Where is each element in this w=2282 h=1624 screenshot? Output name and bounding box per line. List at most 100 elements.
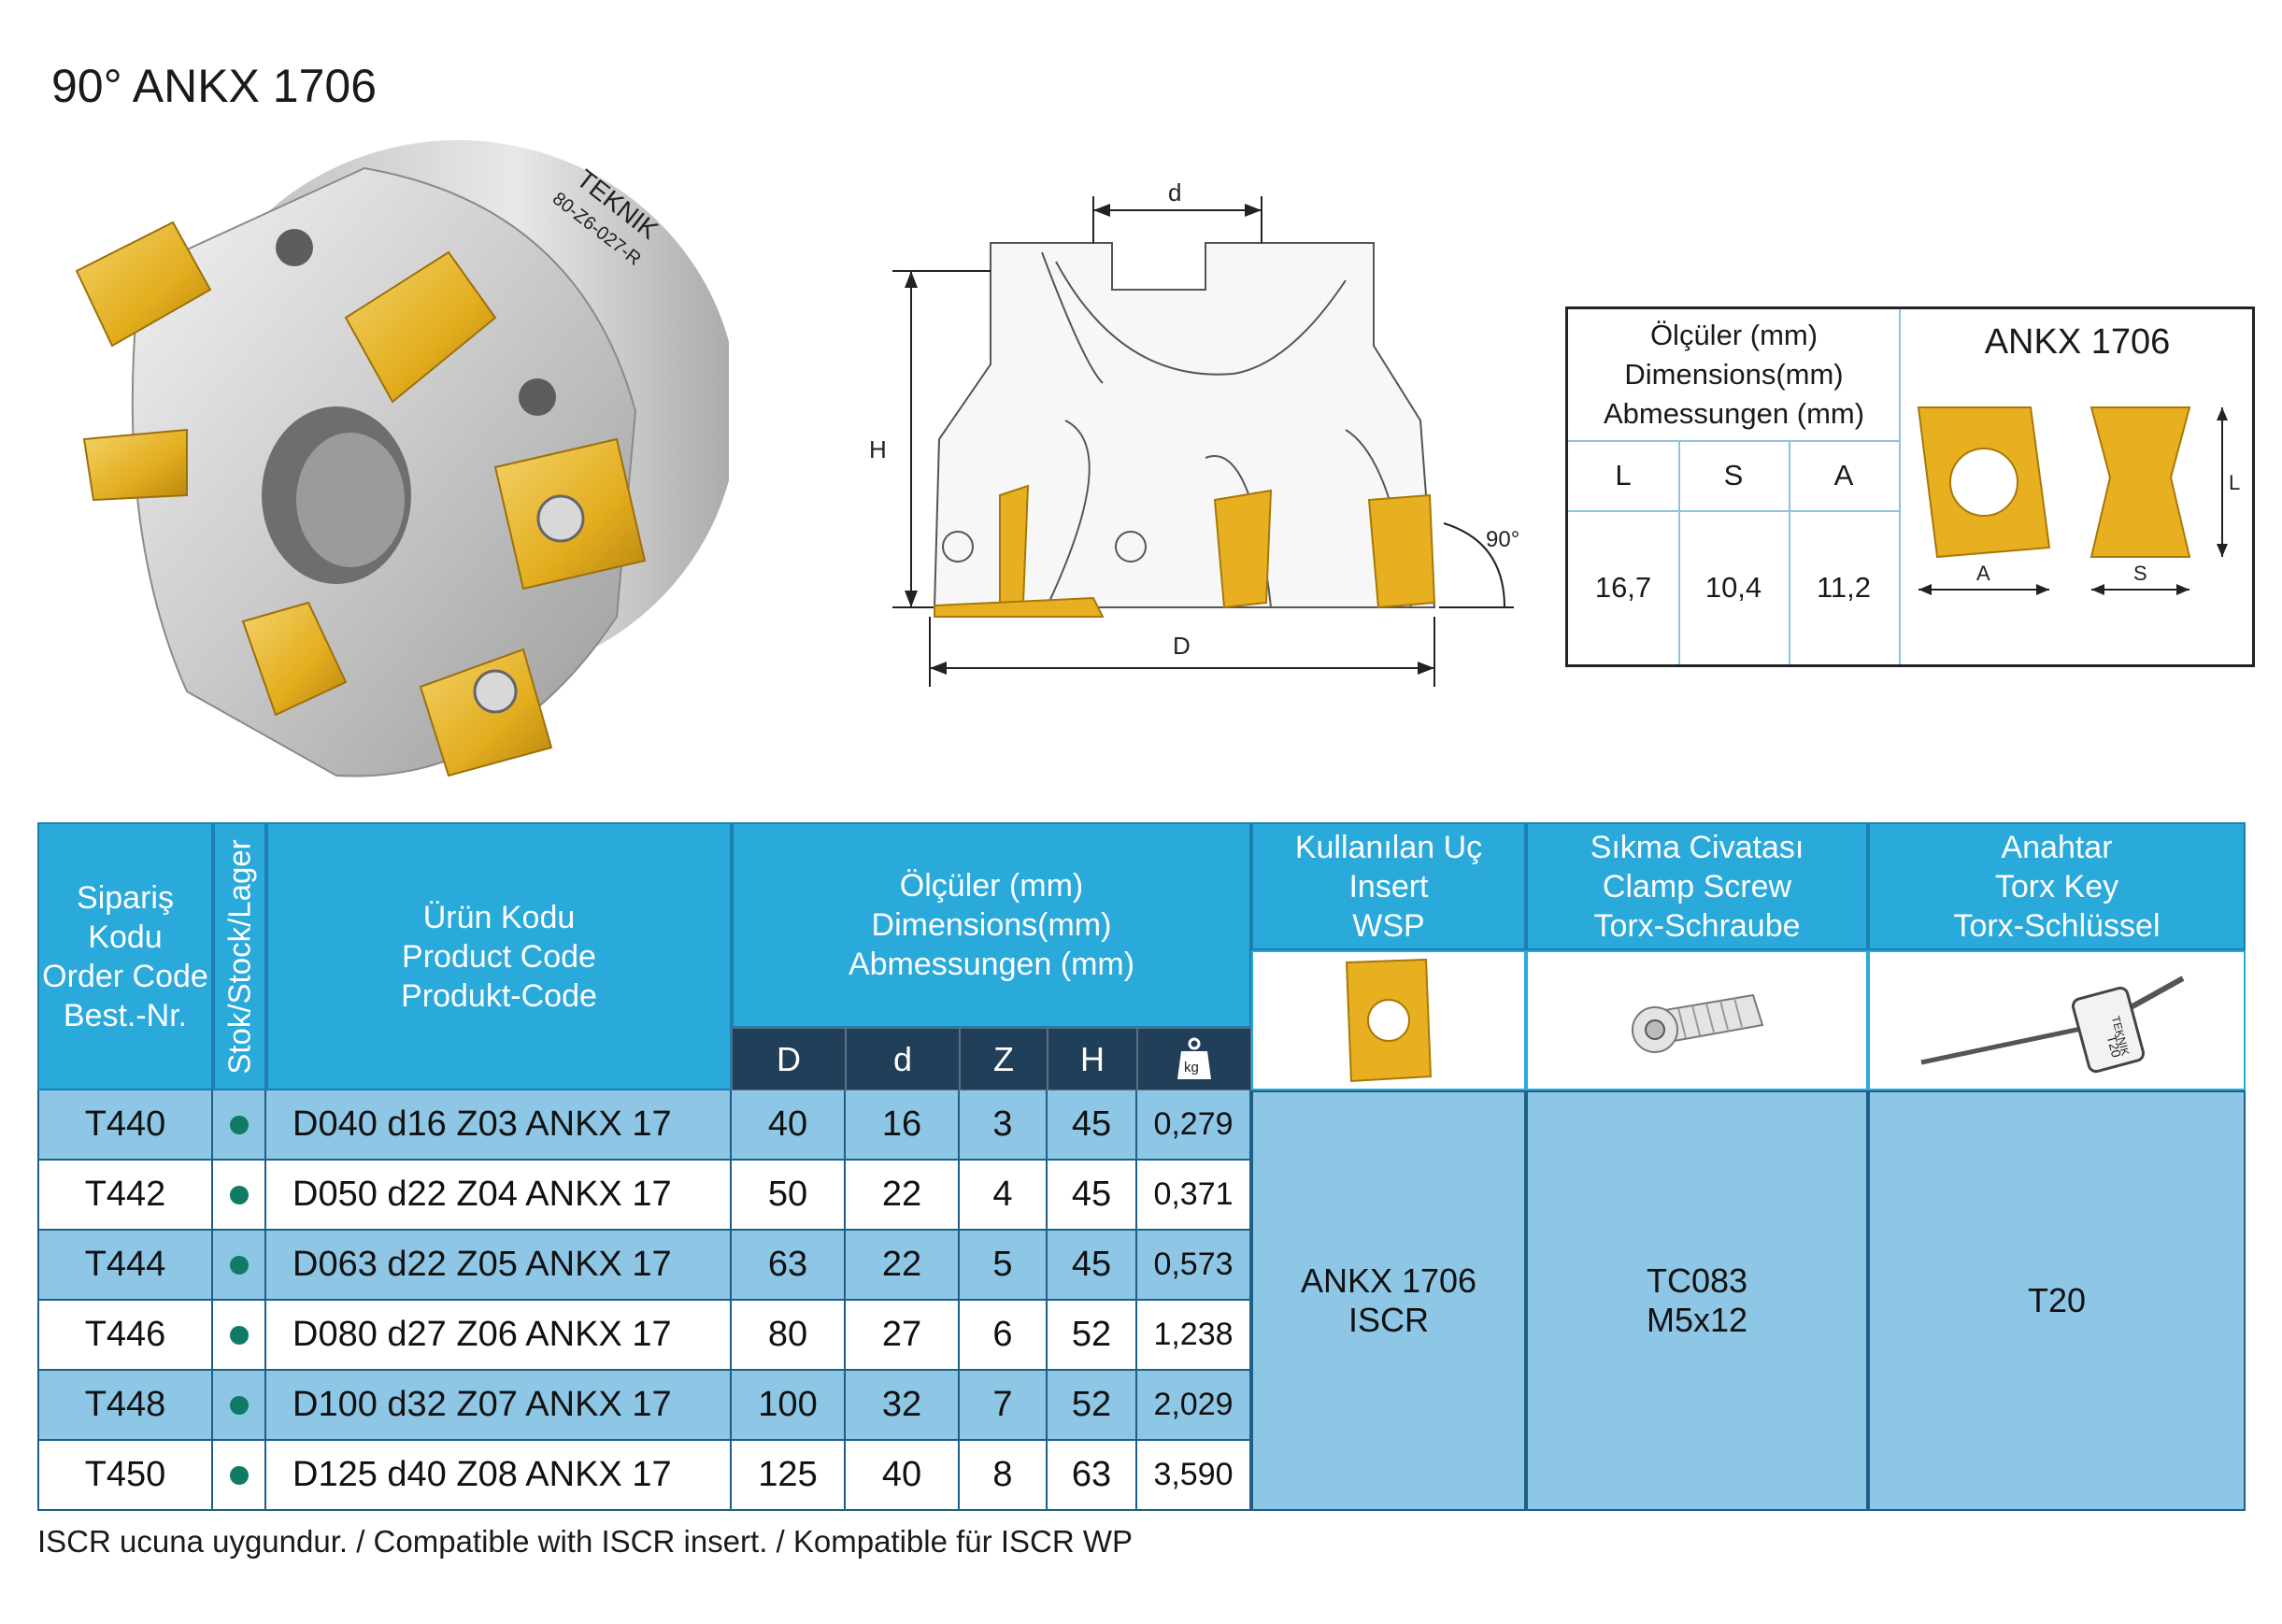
- header-torx-key: Anahtar Torx Key Torx-Schlüssel: [1868, 822, 2246, 950]
- footnote: ISCR ucuna uygundur. / Compatible with I…: [37, 1524, 1133, 1559]
- divider: [1678, 440, 1680, 664]
- stock-cell: [213, 1371, 266, 1441]
- dim-d-cell: 22: [846, 1231, 960, 1301]
- value-A: 11,2: [1816, 570, 1872, 604]
- header-line: Abmessungen (mm): [848, 947, 1135, 982]
- weight-cell: 0,371: [1137, 1161, 1251, 1231]
- divider: [1789, 440, 1790, 664]
- subheader-weight: kg: [1137, 1028, 1251, 1090]
- dim-D-cell: 50: [732, 1161, 846, 1231]
- col-label-A: A: [1833, 458, 1854, 491]
- header-line: Dimensions(mm): [1624, 358, 1844, 391]
- dim-d-cell: 27: [846, 1301, 960, 1371]
- arrowhead: [2217, 407, 2228, 420]
- stock-cell: [213, 1090, 266, 1161]
- arrowhead: [2217, 544, 2228, 557]
- teeth-Z-cell: 7: [960, 1371, 1048, 1441]
- product-table: Sipariş Kodu Order Code Best.-Nr. Stok/S…: [37, 822, 2246, 1511]
- header-line: Clamp Screw: [1602, 868, 1792, 905]
- order-code-cell: T446: [37, 1301, 213, 1371]
- dim-H-cell: 45: [1048, 1090, 1137, 1161]
- insert: [344, 250, 497, 404]
- arrowhead: [930, 662, 947, 675]
- screw-image-cell: [1526, 950, 1868, 1090]
- order-code-cell: T444: [37, 1231, 213, 1301]
- clamp-screw-icon: [1632, 993, 1764, 1053]
- coolant-hole: [519, 378, 556, 416]
- clamp-screw-icon: [536, 494, 585, 543]
- order-code-cell: T450: [37, 1441, 213, 1511]
- drawing-hole: [942, 531, 974, 563]
- header-line: Dimensions(mm): [871, 907, 1112, 943]
- divider: [1568, 440, 1900, 442]
- drawing-insert: [1367, 493, 1436, 609]
- teeth-Z-cell: 3: [960, 1090, 1048, 1161]
- angle-arc: [1443, 522, 1505, 608]
- insert-value-line: ISCR: [1348, 1301, 1429, 1339]
- header-line: Torx-Schraube: [1593, 907, 1801, 944]
- drawing-insert: [934, 596, 1105, 618]
- dim-D-cell: 40: [732, 1090, 846, 1161]
- drawing-angle-label: 90°: [1486, 527, 1519, 552]
- header-line: Kullanılan Uç: [1294, 829, 1483, 865]
- order-code-cell: T440: [37, 1090, 213, 1161]
- drawing-flute: [1046, 420, 1091, 608]
- arrowhead: [1093, 204, 1110, 217]
- insert: [241, 601, 348, 717]
- weight-icon: kg: [1177, 1037, 1211, 1079]
- teeth-Z-cell: 6: [960, 1301, 1048, 1371]
- subheader-H: H: [1048, 1028, 1137, 1090]
- dim-D-cell: 100: [732, 1371, 846, 1441]
- weight-cell: 0,573: [1137, 1231, 1251, 1301]
- insert-sketch: A S L: [1917, 406, 2240, 595]
- drawing-label-H: H: [869, 435, 887, 463]
- sketch-label-L: L: [2229, 471, 2240, 494]
- product-code-cell: D125 d40 Z08 ANKX 17: [266, 1441, 732, 1511]
- col-label-S: S: [1723, 458, 1744, 491]
- value-L: 16,7: [1594, 570, 1652, 604]
- header-line: Kodu: [88, 919, 163, 955]
- arrowhead: [2091, 584, 2104, 595]
- divider: [1899, 309, 1901, 664]
- screw-value: TC083 M5x12: [1526, 1090, 1868, 1511]
- insert-dimension-box: Ölçüler (mm) Dimensions(mm) Abmessungen …: [1565, 306, 2255, 667]
- arrowhead: [905, 591, 918, 607]
- order-code-cell: T448: [37, 1371, 213, 1441]
- drawing-insert: [999, 484, 1030, 607]
- dim-d-cell: 40: [846, 1441, 960, 1511]
- header-order-code: Sipariş Kodu Order Code Best.-Nr.: [37, 822, 213, 1090]
- technical-drawing: d H D 90°: [869, 178, 1519, 687]
- dim-H-cell: 45: [1048, 1231, 1137, 1301]
- dim-D-cell: 125: [732, 1441, 846, 1511]
- header-line: Torx-Schlüssel: [1953, 907, 2161, 944]
- key-icon-size: T20: [2104, 1033, 2125, 1060]
- header-clamp-screw: Sıkma Civatası Clamp Screw Torx-Schraube: [1526, 822, 1868, 950]
- key-value: T20: [1868, 1090, 2246, 1511]
- stock-cell: [213, 1301, 266, 1371]
- weight-cell: 2,029: [1137, 1371, 1251, 1441]
- header-line: Ölçüler (mm): [1649, 319, 1818, 351]
- dim-D-cell: 80: [732, 1301, 846, 1371]
- arrowhead: [2176, 584, 2189, 595]
- weight-icon-text: kg: [1184, 1060, 1199, 1076]
- torx-key-icon: TEKNIK T20: [1920, 976, 2185, 1074]
- insert: [419, 648, 553, 777]
- value-S: 10,4: [1704, 570, 1762, 604]
- dim-H-cell: 63: [1048, 1441, 1137, 1511]
- dim-H-cell: 45: [1048, 1161, 1137, 1231]
- screw-value-line: M5x12: [1646, 1301, 1748, 1339]
- subheader-D: D: [732, 1028, 846, 1090]
- screw-value-line: TC083: [1646, 1261, 1748, 1300]
- stock-available-dot: [229, 1395, 249, 1415]
- drawing-hole: [1115, 531, 1147, 563]
- insert-hole: [1949, 448, 2018, 517]
- cutter-bore-inner: [296, 433, 405, 567]
- stock-available-dot: [229, 1115, 249, 1134]
- header-line: Ürün Kodu: [422, 899, 576, 935]
- header-line: Produkt-Code: [401, 977, 597, 1014]
- teeth-Z-cell: 4: [960, 1161, 1048, 1231]
- weight-cell: 3,590: [1137, 1441, 1251, 1511]
- product-code-cell: D063 d22 Z05 ANKX 17: [266, 1231, 732, 1301]
- stock-cell: [213, 1441, 266, 1511]
- header-line: Insert: [1348, 868, 1429, 905]
